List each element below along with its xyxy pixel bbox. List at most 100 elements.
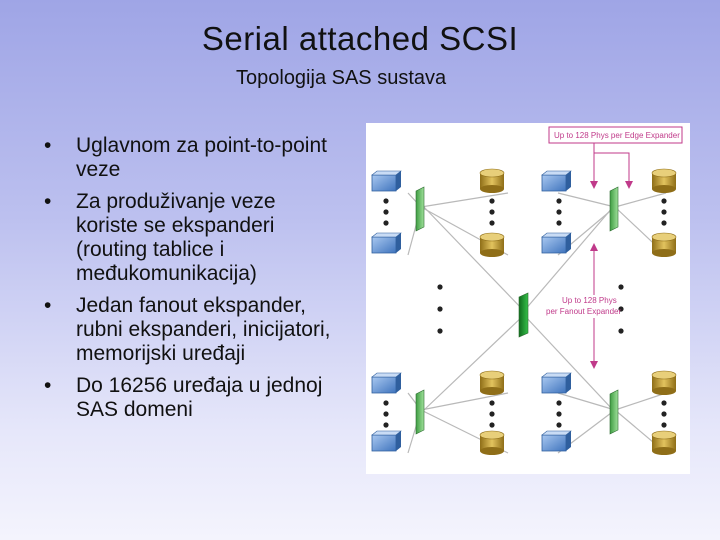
disk-icon xyxy=(652,375,676,391)
bullet-line: SAS domeni xyxy=(76,398,193,421)
host-side xyxy=(566,233,571,253)
bullet-line: međukomunikacija) xyxy=(76,262,257,285)
host-node xyxy=(371,372,402,394)
callout-fanout-text-2: per Fanout Expander xyxy=(546,307,621,316)
ellipsis-dot xyxy=(437,328,443,334)
fanout-expander-callout: Up to 128 Phys per Fanout Expander xyxy=(546,243,621,369)
disk-icon xyxy=(652,435,676,451)
bullet-line: Jedan fanout ekspander, xyxy=(76,294,307,317)
host-top xyxy=(371,232,402,238)
disk-top xyxy=(479,168,505,178)
ellipsis-dot xyxy=(618,284,624,290)
bullet-symbol: • xyxy=(44,294,52,317)
edge-expander xyxy=(415,186,425,232)
arrowhead-icon xyxy=(590,181,598,189)
link-line xyxy=(557,392,616,411)
disk-top xyxy=(651,370,677,380)
ellipsis-dot xyxy=(556,209,562,215)
disk-top xyxy=(651,232,677,242)
ellipsis-dot xyxy=(661,400,667,406)
disk-bottom xyxy=(652,249,676,257)
bullet-line: Uglavnom za point-to-point xyxy=(76,134,327,157)
host-top xyxy=(371,430,402,436)
disk-icon xyxy=(652,173,676,189)
ellipsis-dot xyxy=(618,306,624,312)
sas-topology-svg: Up to 128 Phys per Edge Expander Up to 1… xyxy=(371,126,683,455)
ellipsis-dot xyxy=(618,328,624,334)
ellipsis-dot xyxy=(489,198,495,204)
disk-icon xyxy=(480,173,504,189)
link-line xyxy=(420,192,509,208)
host-icon xyxy=(371,236,397,254)
ellipsis-dot xyxy=(383,220,389,226)
ellipsis-dot xyxy=(489,400,495,406)
ellipsis-dot xyxy=(556,220,562,226)
edge-expander xyxy=(609,186,619,232)
ellipsis-dot xyxy=(489,209,495,215)
host-node xyxy=(371,170,402,192)
disk-top xyxy=(479,430,505,440)
host-icon xyxy=(541,174,567,192)
host-top xyxy=(541,430,572,436)
host-node xyxy=(541,430,572,452)
sas-topology-diagram: Up to 128 Phys per Edge Expander Up to 1… xyxy=(366,123,690,474)
host-top xyxy=(541,372,572,378)
link-line xyxy=(557,192,616,208)
bullet-item: • Za produživanje veze koriste se ekspan… xyxy=(44,190,374,286)
ellipsis-dot xyxy=(556,400,562,406)
host-top xyxy=(541,232,572,238)
ellipsis-dot xyxy=(489,422,495,428)
host-icon xyxy=(541,434,567,452)
callout-box xyxy=(548,126,683,144)
ellipsis-dot xyxy=(383,209,389,215)
disk-bottom xyxy=(480,185,504,193)
ellipsis-dot xyxy=(661,198,667,204)
link-line xyxy=(523,206,614,312)
link-line xyxy=(423,206,525,312)
fanout-expander xyxy=(518,292,529,338)
disk-icon xyxy=(480,375,504,391)
callout-connector xyxy=(593,143,630,159)
bullet-symbol: • xyxy=(44,134,52,157)
callout-edge-text: Up to 128 Phys per Edge Expander xyxy=(554,131,680,140)
host-icon xyxy=(541,236,567,254)
callout-fanout-text-1: Up to 128 Phys xyxy=(562,296,617,305)
link-line xyxy=(420,392,509,411)
host-side xyxy=(396,373,401,393)
disk-bottom xyxy=(652,185,676,193)
host-side xyxy=(566,373,571,393)
disk-node xyxy=(651,370,677,395)
ellipsis-dot xyxy=(489,411,495,417)
ellipsis-dot xyxy=(661,209,667,215)
disk-node xyxy=(479,430,505,455)
disk-bottom xyxy=(480,387,504,395)
disk-top xyxy=(651,430,677,440)
slide-subtitle: Topologija SAS sustava xyxy=(236,67,447,89)
bullet-line: (routing tablice i xyxy=(76,238,225,261)
disk-top xyxy=(479,232,505,242)
ellipsis-dot xyxy=(556,411,562,417)
ellipsis-dot xyxy=(383,198,389,204)
host-node xyxy=(541,170,572,192)
link-line xyxy=(423,314,525,411)
disk-icon xyxy=(652,237,676,253)
arrowhead-icon xyxy=(590,243,598,251)
host-side xyxy=(396,171,401,191)
ellipsis-dot xyxy=(556,198,562,204)
link-line xyxy=(523,314,614,411)
host-side xyxy=(566,431,571,451)
bullet-line: rubni ekspanderi, inicijatori, xyxy=(76,318,331,341)
ellipsis-dot xyxy=(661,411,667,417)
links-layer xyxy=(407,192,667,454)
host-top xyxy=(371,170,402,176)
ellipsis-dot xyxy=(556,422,562,428)
disk-icon xyxy=(480,237,504,253)
host-icon xyxy=(541,376,567,394)
slide-title: Serial attached SCSI xyxy=(201,20,519,57)
bullet-item: • Uglavnom za point-to-point veze xyxy=(44,134,374,182)
ellipsis-dot xyxy=(383,400,389,406)
arrowhead-icon xyxy=(625,181,633,189)
disk-bottom xyxy=(652,387,676,395)
edge-expander xyxy=(609,389,619,435)
host-top xyxy=(541,170,572,176)
